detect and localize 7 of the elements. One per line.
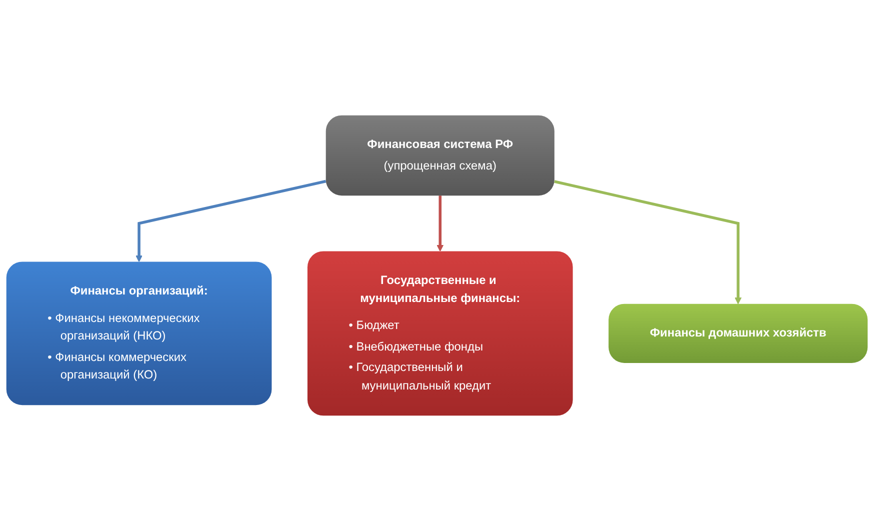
node-box: Государственные и муниципальные финансы: • Бюджет • Внебюджетные фонды • Государственный и муниципальный кредит (307, 251, 573, 416)
node-box: Финансовая система РФ (упрощенная схема) (326, 115, 554, 196)
arrow (436, 196, 444, 252)
arrow (554, 180, 742, 304)
node-box: Финансы домашних хозяйств (608, 304, 868, 364)
arrow (136, 180, 326, 262)
node-box: Финансы организаций: • Финансы некоммерческих организаций (НКО) • Финансы коммерческих организаций (КО) (6, 262, 272, 406)
